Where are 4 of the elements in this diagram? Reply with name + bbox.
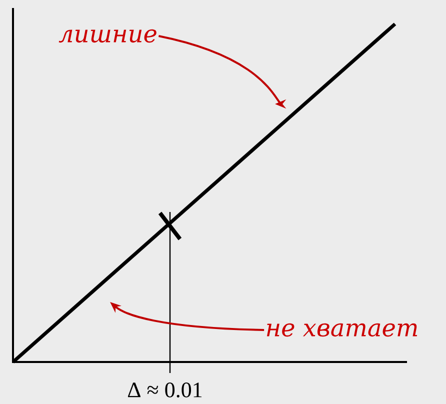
handwritten-note: не хватает: [266, 323, 418, 337]
axis-label: Δ ≈ 0.01: [128, 382, 202, 398]
handwritten-note: лишние: [58, 29, 156, 43]
curved-arrow: [158, 35, 286, 109]
